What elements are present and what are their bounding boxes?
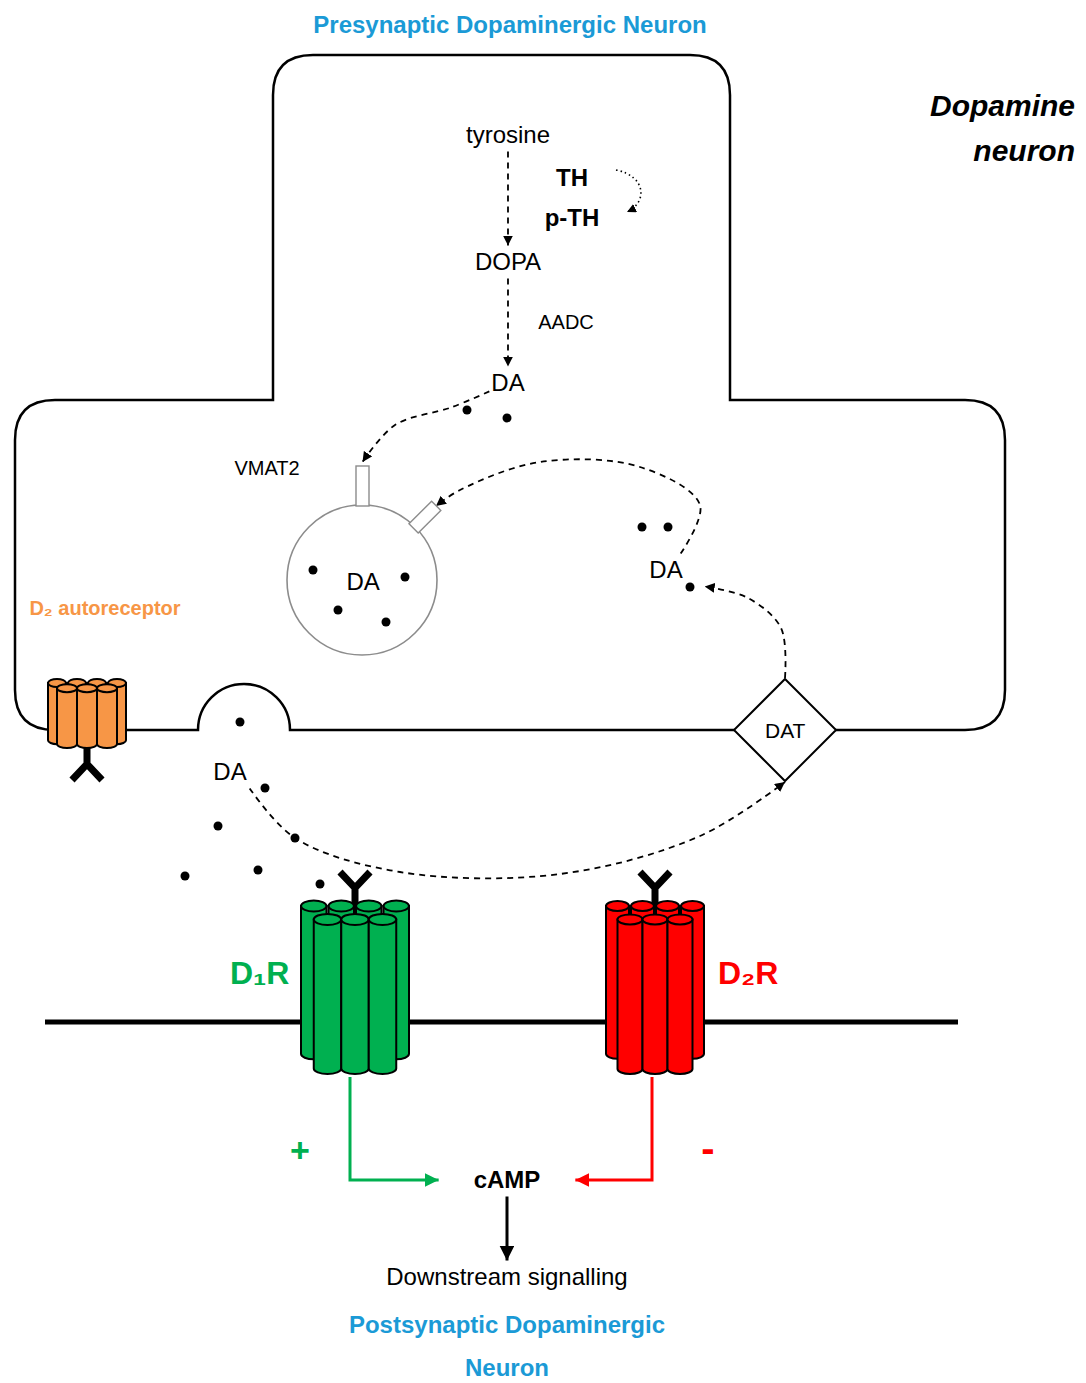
dopamine-dot [503, 414, 512, 423]
node-text: VMAT2 [235, 456, 300, 480]
annotation-label: Postsynaptic Dopaminergic Neuron [317, 1303, 697, 1383]
node-text: Presynaptic Dopaminergic Neuron [15, 11, 1005, 40]
transporter-diamond: DAT [733, 678, 837, 782]
node-text: DA [491, 369, 524, 398]
postsynaptic-membrane [45, 1020, 958, 1025]
receptor-helix-top [631, 901, 654, 911]
vmat2-transporter [409, 501, 441, 533]
dopamine-dot [686, 583, 695, 592]
receptor-helix-top [369, 914, 397, 925]
receptor-helix [668, 919, 693, 1074]
dopamine-dot [236, 718, 245, 727]
node-text: DAT [765, 718, 805, 743]
dopamine-dot [664, 523, 673, 532]
dopamine-dot [254, 866, 263, 875]
receptor-helix-top [656, 901, 679, 911]
dopamine-dot [181, 872, 190, 881]
neuron-outline: Presynaptic Dopaminergic NeuronDopamine … [15, 55, 1005, 730]
d1-receptor: D₁R [230, 862, 415, 1077]
edge-label: + [288, 1130, 312, 1171]
node-text: DA [649, 556, 682, 585]
metabolite-label: tyrosine [466, 121, 550, 150]
connector-arrow [507, 278, 509, 366]
node-text: D₂ autoreceptor [25, 592, 185, 624]
node-text: cAMP [474, 1166, 541, 1195]
diamond-outline [734, 679, 836, 781]
connector-arrow [350, 1077, 439, 1180]
synaptic-vesicle-shape [285, 462, 440, 657]
receptor-helix-top [668, 914, 693, 924]
connector-arrow [575, 1077, 652, 1180]
receptor-helix [77, 688, 97, 748]
node-text: D₂R [718, 954, 778, 992]
receptor-helix-top [301, 901, 327, 912]
connector-arrow [705, 586, 786, 678]
connector-arrow [507, 151, 509, 245]
connector-arrow [505, 1196, 508, 1260]
edge-label: AADC [536, 310, 596, 334]
cell-membrane [15, 55, 1005, 730]
metabolite-label: DA [649, 556, 682, 585]
dopamine-dot [382, 618, 391, 627]
metabolite-label: DOPA [475, 248, 541, 277]
connector-arrow [250, 782, 785, 878]
node-text: DA [213, 758, 246, 787]
phosphorylation-arrow [616, 170, 641, 212]
metabolite-label: DA [213, 758, 246, 787]
dopamine-dot [638, 523, 647, 532]
node-text: Downstream signalling [386, 1263, 627, 1292]
receptor-helix [369, 919, 397, 1074]
dopamine-dot [401, 573, 410, 582]
edge-label: - [699, 1124, 716, 1172]
receptor-helix [643, 919, 668, 1074]
receptor-helix-top [329, 901, 355, 912]
receptor-helix [314, 919, 342, 1074]
node-text: tyrosine [466, 121, 550, 150]
dopamine-dot [214, 822, 223, 831]
dopamine-dot [463, 406, 472, 415]
receptor-helix-top [314, 914, 342, 925]
receptor-helix [341, 919, 369, 1074]
node-text: D₁R [230, 954, 289, 992]
receptor-helix-top [57, 684, 77, 692]
d2-receptor: D₂R [600, 862, 795, 1077]
receptor-symbol [606, 872, 704, 1074]
vmat2-transporter [356, 466, 369, 506]
connector-arrow [436, 459, 701, 553]
second-messenger: cAMP [439, 1166, 576, 1195]
receptor-helix [97, 688, 117, 748]
dopamine-dot [334, 606, 343, 615]
annotation-label: TH [556, 164, 588, 193]
receptor-helix-top [77, 684, 97, 692]
receptor-helix-top [341, 914, 369, 925]
dopamine-dot [261, 784, 270, 793]
process-label: Downstream signalling [386, 1263, 627, 1292]
metabolite-label: DA [491, 369, 524, 398]
node-text: DOPA [475, 248, 541, 277]
synaptic-vesicle: VMAT2DA [285, 462, 440, 657]
receptor-symbol [48, 679, 126, 780]
dopamine-dot [309, 566, 318, 575]
receptor-helix-top [681, 901, 704, 911]
receptor-helix [57, 688, 77, 748]
annotation-label: p-TH [545, 204, 600, 233]
receptor-helix-top [97, 684, 117, 692]
receptor-helix [618, 919, 643, 1074]
receptor-helix-top [606, 901, 629, 911]
receptor-helix-top [643, 914, 668, 924]
node-text: Dopamine neuron [905, 83, 1075, 173]
receptor-symbol [301, 872, 409, 1074]
dopamine-molecules [181, 406, 695, 889]
receptor-helix-top [356, 901, 382, 912]
connector-arrow [363, 391, 490, 462]
dopamine-dot [316, 880, 325, 889]
node-text: DA [347, 568, 380, 597]
autoreceptor: D₂ autoreceptor [25, 588, 185, 788]
receptor-helix-top [384, 901, 410, 912]
receptor-helix-top [618, 914, 643, 924]
